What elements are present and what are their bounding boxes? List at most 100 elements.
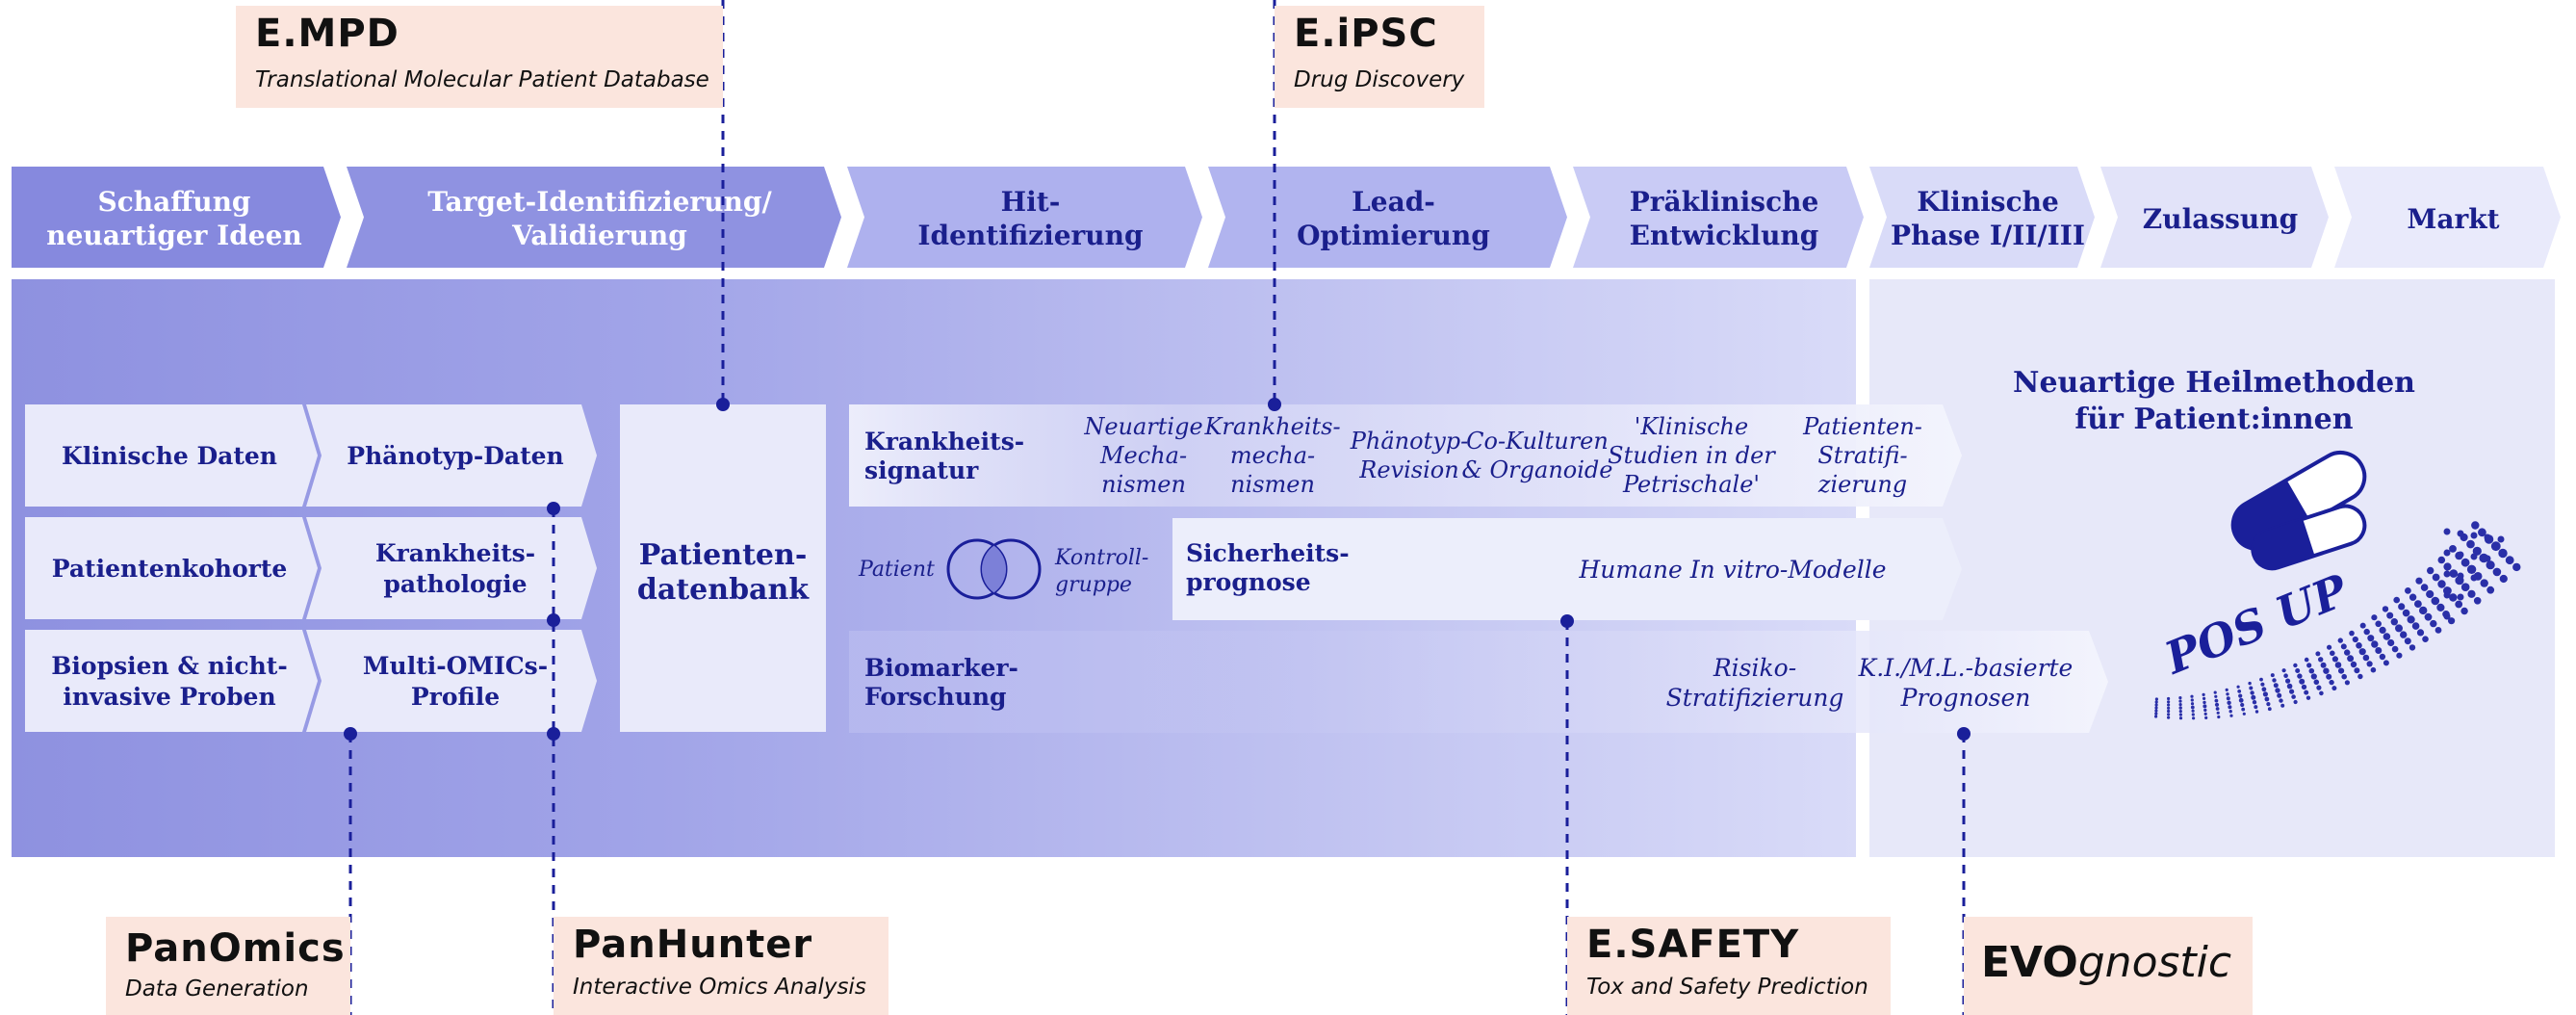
arrow-dot [2190, 702, 2195, 706]
arrow-dot [2178, 713, 2182, 716]
arrow-dot [2154, 697, 2158, 701]
arrow-dot [2443, 562, 2452, 571]
arrow-dot [2367, 635, 2375, 642]
stage-arrow [1208, 167, 1567, 268]
arrow-dot [2344, 680, 2350, 686]
row3-risk-2: Stratifizierung [1666, 684, 1844, 712]
stage-label-line2: Optimierung [1297, 220, 1490, 251]
arrow-dot [2437, 580, 2446, 588]
arrow-dot [2356, 642, 2362, 649]
arrow-dot [2420, 584, 2429, 591]
row1-item-label: Krankheits- [1203, 413, 1340, 440]
arrow-dot [2242, 712, 2246, 716]
arrow-dot [2457, 593, 2464, 601]
arrow-dot [2304, 657, 2309, 663]
tool-panhunter-name: PanHunter [573, 923, 813, 967]
arrow-dot [2313, 679, 2320, 686]
arrow-dot [2467, 589, 2476, 598]
arrow-dot [2486, 560, 2495, 570]
arrow-dot [2334, 662, 2342, 668]
arrow-dot [2382, 606, 2389, 612]
stage-label-line1: Hit- [1001, 186, 1061, 218]
arrow-dot [2405, 587, 2411, 594]
arrow-dot [2267, 707, 2272, 712]
pipeline-panel-right [1869, 279, 2555, 857]
arrow-dot [2254, 710, 2259, 714]
arrow-dot [2203, 712, 2207, 716]
arrow-dot [2202, 692, 2205, 697]
arrow-dot [2259, 677, 2263, 682]
tool-panhunter: PanHunter Interactive Omics Analysis [554, 917, 889, 1015]
row2-head-2: prognose [1186, 568, 1311, 596]
arrow-dot [2457, 551, 2464, 559]
arrow-dot [2416, 629, 2425, 637]
arrow-dot [2357, 673, 2363, 680]
arrow-dot [2460, 607, 2468, 615]
arrow-dot [2432, 573, 2440, 582]
row3-head-2: Forschung [864, 683, 1007, 711]
arrow-dot [2261, 687, 2267, 692]
stage-label: Markt [2407, 203, 2499, 235]
arrow-dot [2217, 715, 2221, 719]
arrow-dot [2330, 650, 2335, 657]
arrow-dot [2362, 654, 2370, 662]
arrow-dot [2178, 699, 2182, 703]
tool-panomics-name: PanOmics [125, 926, 346, 971]
arrow-dot [2178, 696, 2182, 700]
arrow-dot [2404, 638, 2411, 645]
stage-label-line1: Präklinische [1630, 186, 1819, 218]
row1-item-label: Neuartige [1083, 413, 1202, 440]
arrow-dot [2214, 698, 2219, 703]
arrow-dot [2213, 690, 2217, 694]
arrow-dot [2154, 715, 2158, 718]
arrow-dot [2370, 666, 2377, 673]
row1-item-label: Co-Kulturen [1466, 428, 1609, 455]
arrow-dot [2202, 700, 2206, 705]
arrow-dot [2306, 695, 2311, 700]
venn-icon [946, 538, 1042, 600]
stage-arrow [2334, 167, 2561, 268]
arrow-dot [2379, 626, 2386, 635]
data-chip-label: Klinische Daten [62, 442, 277, 470]
arrow-dot [2286, 683, 2293, 690]
database-label-2: datenbank [637, 573, 810, 607]
arrow-dot [2202, 696, 2206, 701]
arrow-dot [2214, 702, 2220, 707]
arrow-dot [2402, 609, 2410, 617]
arrow-dot [2237, 690, 2242, 693]
arrow-dot [2390, 618, 2398, 626]
arrow-dot [2387, 638, 2395, 647]
arrow-dot [2178, 716, 2183, 720]
arrow-dot [2424, 612, 2433, 621]
row2-patient-label: Patient [858, 558, 935, 582]
arrow-dot [2375, 620, 2382, 628]
tool-empd-name: E.MPD [255, 12, 399, 56]
row1-item-label: Phänotyp- [1350, 428, 1469, 455]
arrow-dot [2480, 579, 2488, 587]
arrow-dot [2338, 667, 2345, 674]
tool-eipsc-desc: Drug Discovery [1294, 67, 1465, 92]
arrow-dot [2214, 694, 2218, 698]
arrow-dot [2280, 703, 2285, 708]
arrow-dot [2331, 656, 2338, 663]
arrow-dot [2409, 593, 2417, 601]
stage-label: Zulassung [2143, 203, 2298, 235]
arrow-dot [2426, 589, 2434, 599]
arrow-dot [2326, 673, 2332, 680]
data-chip [306, 517, 597, 619]
arrow-dot [2291, 694, 2296, 699]
row1-item-label: & Organoide [1462, 456, 1613, 483]
arrow-dot [2241, 707, 2246, 712]
arrow-dot [2266, 702, 2271, 707]
research-row-safety: Patient Kontroll- gruppe Sicherheits- pr… [858, 518, 1962, 620]
row1-item-label: Mecha- [1099, 442, 1187, 469]
arrow-dot [2293, 699, 2298, 705]
arrow-dot [2415, 577, 2423, 585]
row1-item-label: nismen [1230, 471, 1315, 498]
row1-item-label: Patienten- [1802, 413, 1922, 440]
arrow-dot [2249, 686, 2254, 690]
arrow-dot [2167, 713, 2171, 716]
row1-item-label: Revision [1358, 456, 1458, 483]
